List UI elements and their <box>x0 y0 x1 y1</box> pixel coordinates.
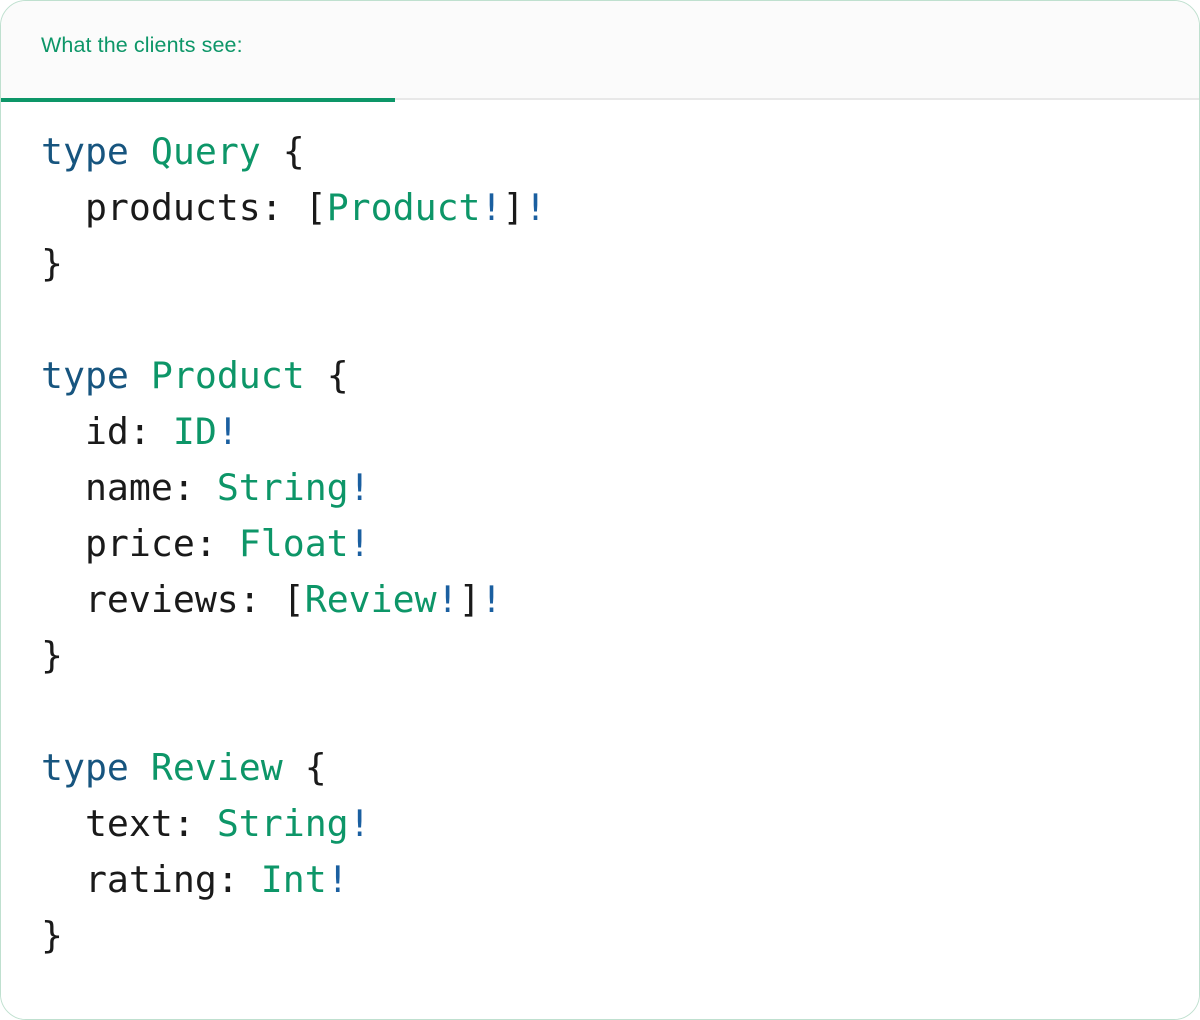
code-line: price: Float! <box>41 516 1159 572</box>
code-token-punct: : <box>238 578 283 621</box>
code-token-kw: type <box>41 354 129 397</box>
code-token-bang: ! <box>480 186 503 229</box>
code-token-kw: type <box>41 746 129 789</box>
code-token-punct: : <box>194 522 239 565</box>
code-token-plain <box>41 802 85 845</box>
code-token-plain <box>41 858 85 901</box>
code-line: reviews: [Review!]! <box>41 572 1159 628</box>
code-token-punct: { <box>326 354 349 397</box>
code-token-plain <box>41 522 85 565</box>
code-token-punct: { <box>304 746 327 789</box>
tab-label: What the clients see: <box>41 33 243 57</box>
code-token-punct: } <box>41 914 63 957</box>
code-token-bang: ! <box>524 186 547 229</box>
code-line: } <box>41 908 1159 964</box>
code-line: text: String! <box>41 796 1159 852</box>
code-token-field: name <box>84 466 173 509</box>
code-token-punct: : <box>172 802 217 845</box>
code-line: } <box>41 236 1159 292</box>
code-token-punct: : <box>260 186 305 229</box>
code-token-type: Query <box>150 130 261 173</box>
code-token-field: products <box>84 186 261 229</box>
code-token-punct: { <box>282 130 305 173</box>
code-token-punct: } <box>41 634 63 677</box>
code-token-punct: ] <box>502 186 525 229</box>
code-area: type Query { products: [Product!]! } typ… <box>1 100 1199 1019</box>
active-tab-underline <box>1 98 395 102</box>
code-token-type: ID <box>172 410 217 453</box>
code-token-field: price <box>84 522 195 565</box>
code-line: rating: Int! <box>41 852 1159 908</box>
code-token-plain <box>41 410 85 453</box>
code-line <box>41 684 1159 740</box>
code-token-plain <box>41 466 85 509</box>
code-token-type: Product <box>326 186 481 229</box>
code-line: id: ID! <box>41 404 1159 460</box>
code-token-type: Review <box>304 578 437 621</box>
code-token-plain <box>283 746 305 789</box>
code-token-bang: ! <box>480 578 503 621</box>
code-token-type: Float <box>238 522 349 565</box>
code-line: type Product { <box>41 348 1159 404</box>
graphql-schema-code: type Query { products: [Product!]! } typ… <box>1 124 1199 964</box>
code-token-type: String <box>216 466 349 509</box>
code-token-bang: ! <box>348 802 371 845</box>
code-token-field: reviews <box>84 578 239 621</box>
code-token-plain <box>129 130 151 173</box>
code-line: } <box>41 628 1159 684</box>
code-token-bang: ! <box>326 858 349 901</box>
code-token-bang: ! <box>216 410 239 453</box>
code-token-plain <box>129 354 151 397</box>
code-token-bang: ! <box>348 522 371 565</box>
code-token-field: rating <box>84 858 217 901</box>
code-token-punct: : <box>172 466 217 509</box>
code-token-type: Review <box>150 746 283 789</box>
code-token-type: Product <box>150 354 305 397</box>
code-token-plain <box>129 746 151 789</box>
code-token-plain <box>305 354 327 397</box>
code-token-punct: } <box>41 242 63 285</box>
code-token-punct: [ <box>282 578 305 621</box>
code-token-bang: ! <box>348 466 371 509</box>
code-token-punct: : <box>216 858 261 901</box>
code-token-plain <box>41 186 85 229</box>
code-line: products: [Product!]! <box>41 180 1159 236</box>
code-token-type: String <box>216 802 349 845</box>
code-line: name: String! <box>41 460 1159 516</box>
code-line: type Query { <box>41 124 1159 180</box>
code-line: type Review { <box>41 740 1159 796</box>
code-token-punct: [ <box>304 186 327 229</box>
code-token-field: id <box>84 410 129 453</box>
code-token-punct: : <box>128 410 173 453</box>
code-token-punct: ] <box>458 578 481 621</box>
code-token-kw: type <box>41 130 129 173</box>
code-token-type: Int <box>260 858 327 901</box>
tab-clients-view[interactable]: What the clients see: <box>1 1 395 102</box>
code-token-field: text <box>84 802 173 845</box>
code-line <box>41 292 1159 348</box>
code-token-bang: ! <box>436 578 459 621</box>
tab-strip: What the clients see: <box>1 1 1199 102</box>
code-token-plain <box>261 130 283 173</box>
code-token-plain <box>41 578 85 621</box>
